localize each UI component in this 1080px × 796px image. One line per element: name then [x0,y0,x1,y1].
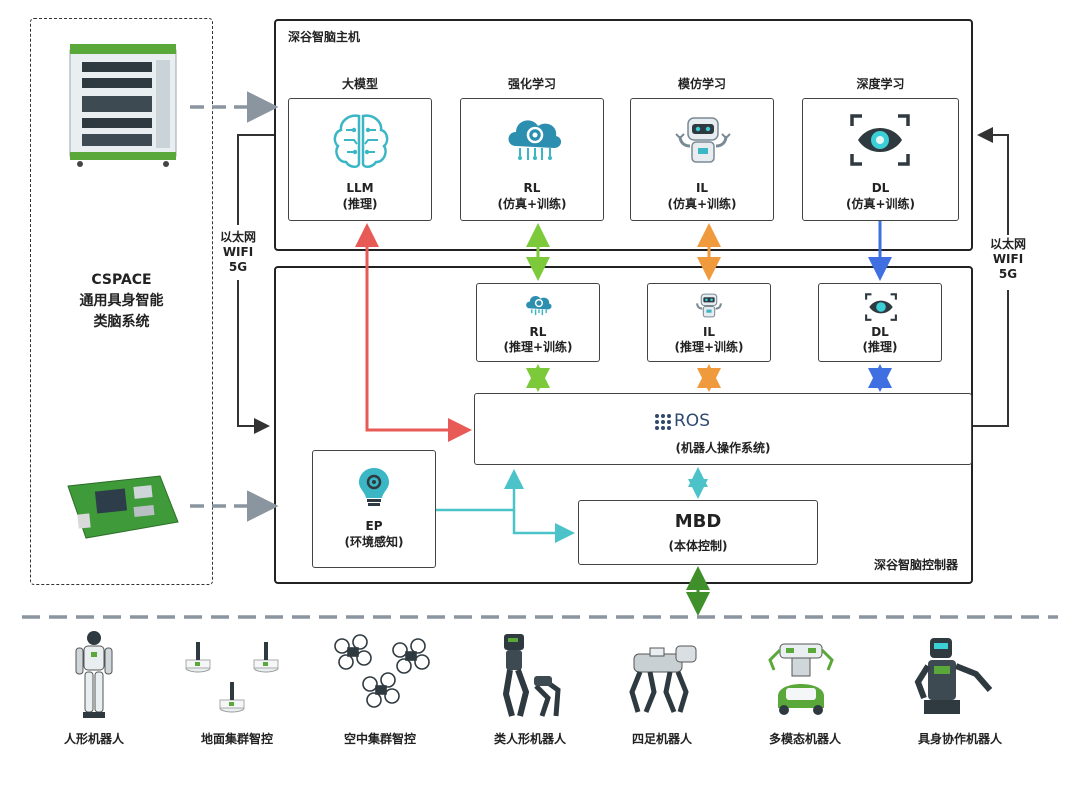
host-llm-desc: (推理) [342,197,378,211]
lightbulb-gear-icon [359,468,389,506]
ep-to-mbd-arrow [512,510,575,543]
host-category-rl: 强化学习 [507,77,556,91]
quadruped-robot-icon [629,645,697,713]
ros-dots-icon [655,414,671,430]
server-cabinet-icon [69,44,177,167]
left-panel [30,18,213,585]
robot-icon [675,117,731,163]
eye-icon [850,114,910,166]
ros-desc: (机器人操作系统) [675,441,771,455]
left-panel-title-3: 类脑系统 [93,314,150,330]
cloud-gear-icon [526,296,552,316]
controller-dl-desc: (推理) [862,340,898,354]
host-rl-module[interactable] [460,98,604,221]
controller-rl-desc: (推理+训练) [503,340,573,354]
right-link-label-3: 5G [998,267,1018,281]
collaborative-robot-icon [914,638,993,714]
robot-label-humanoid: 人形机器人 [63,732,124,746]
controller-rl-abbr: RL [529,325,547,339]
ep-desc: (环境感知) [344,535,404,549]
host-dl-abbr: DL [871,181,890,195]
controller-dl-abbr: DL [871,325,889,339]
llm-to-ros-arrow [355,223,472,442]
robot-label-legged-humanoid: 类人形机器人 [493,732,566,746]
right-link-line [973,135,1009,427]
host-il-abbr: IL [695,181,709,195]
ros-logo-text: ROS [674,411,710,431]
eye-icon [865,293,897,321]
left-panel-title-1: CSPACE [91,272,152,288]
ros-module[interactable] [474,393,972,465]
cloud-gear-icon [508,120,562,160]
mbd-module[interactable] [578,500,818,565]
ep-to-ros-arrow [436,469,524,512]
ep-abbr: EP [365,519,383,533]
left-link-line [237,134,274,426]
controller-title: 深谷智脑控制器 [873,558,958,572]
robot-label-air-swarm: 空中集群智控 [343,732,416,746]
brain-icon [333,114,389,168]
host-rl-desc: (仿真+训练) [497,197,567,211]
circuit-board-icon [67,475,179,539]
air-swarm-icon [334,634,430,708]
mbd-abbr: MBD [674,511,722,532]
right-link-label-1: 以太网 [989,237,1026,251]
robot-icon [696,293,722,318]
host-llm-abbr: LLM [346,181,374,195]
host-category-il: 模仿学习 [677,77,726,91]
robot-label-ground-swarm: 地面集群智控 [200,732,273,746]
host-title: 深谷智脑主机 [288,30,361,44]
robot-label-collaborative: 具身协作机器人 [917,732,1002,746]
robot-label-multimodal: 多模态机器人 [768,732,841,746]
legged-humanoid-icon [502,634,561,717]
ground-swarm-icon [185,642,279,713]
robot-label-quadruped: 四足机器人 [631,732,692,746]
right-link-label-2: WIFI [992,252,1024,266]
controller-il-desc: (推理+训练) [674,340,744,354]
controller-il-abbr: IL [702,325,716,339]
left-link-label-1: 以太网 [219,230,256,244]
host-category-llm: 大模型 [341,77,378,91]
multimodal-robot-icon [768,643,834,715]
left-panel-title-2: 通用具身智能 [79,293,164,309]
host-dl-desc: (仿真+训练) [845,197,916,211]
left-link-label-2: WIFI [222,245,254,259]
controller-dl-module[interactable] [818,283,942,362]
host-category-dl: 深度学习 [856,77,905,91]
host-rl-abbr: RL [523,181,541,195]
mbd-desc: (本体控制) [668,539,728,553]
controller-rl-module[interactable] [476,283,600,362]
host-il-desc: (仿真+训练) [667,197,737,211]
host-dl-module[interactable] [802,98,959,221]
left-link-label-3: 5G [228,260,248,274]
humanoid-robot-icon [75,631,113,718]
